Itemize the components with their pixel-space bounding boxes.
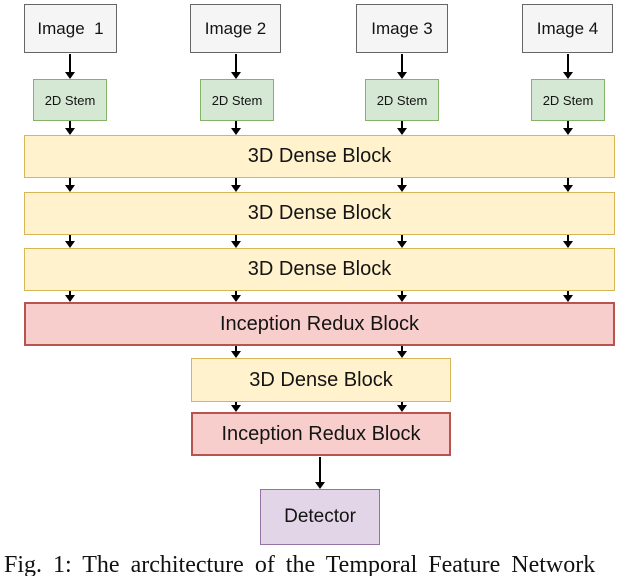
arrow-dense4-to-redux2-a (231, 402, 241, 412)
arrow-dense4-to-redux2-b (397, 402, 407, 412)
redux-block-2: Inception Redux Block (191, 412, 451, 456)
arrow-stem1-to-dense1 (65, 121, 75, 135)
arrow-redux1-to-dense4-b (397, 346, 407, 358)
arrow-dense2-to-dense3-d (563, 235, 573, 248)
arrow-dense3-to-redux1-a (65, 291, 75, 302)
arrow-redux1-to-dense4-a (231, 346, 241, 358)
stem-4-node: 2D Stem (531, 79, 605, 121)
detector-label: Detector (284, 506, 356, 527)
arrow-dense1-to-dense2-b (231, 178, 241, 192)
dense-block-3: 3D Dense Block (24, 248, 615, 291)
arrow-image2-to-stem2 (231, 54, 241, 79)
image-2-node: Image 2 (190, 4, 281, 53)
figure-caption: Fig. 1: The architecture of the Temporal… (4, 552, 596, 576)
arrow-dense2-to-dense3-c (397, 235, 407, 248)
arrow-stem3-to-dense1 (397, 121, 407, 135)
dense-block-4: 3D Dense Block (191, 358, 451, 402)
arrow-dense1-to-dense2-a (65, 178, 75, 192)
arrow-stem4-to-dense1 (563, 121, 573, 135)
image-3-label: Image 3 (371, 18, 433, 38)
arrow-image3-to-stem3 (397, 54, 407, 79)
image-4-label: Image 4 (536, 18, 599, 38)
redux-block-1-label: Inception Redux Block (219, 312, 419, 335)
dense-block-2: 3D Dense Block (24, 192, 615, 235)
detector-node: Detector (260, 489, 380, 545)
arrow-redux2-to-detector (315, 457, 325, 489)
dense-block-1: 3D Dense Block (24, 135, 615, 178)
arrow-stem2-to-dense1 (231, 121, 241, 135)
arrow-dense3-to-redux1-c (397, 291, 407, 302)
dense-block-4-label: 3D Dense Block (249, 368, 393, 391)
arrow-dense3-to-redux1-b (231, 291, 241, 302)
image-1-node: Image 1 (24, 4, 117, 53)
dense-block-1-label: 3D Dense Block (247, 145, 392, 167)
stem-2-node: 2D Stem (200, 79, 274, 121)
redux-block-2-label: Inception Redux Block (221, 422, 421, 445)
arrow-dense1-to-dense2-d (563, 178, 573, 192)
arrow-dense2-to-dense3-a (65, 235, 75, 248)
stem-1-node: 2D Stem (33, 79, 107, 121)
arrow-image1-to-stem1 (65, 54, 75, 79)
stem-2-label: 2D Stem (211, 92, 263, 108)
arrow-image4-to-stem4 (563, 54, 573, 79)
redux-block-1: Inception Redux Block (24, 302, 615, 346)
stem-1-label: 2D Stem (44, 92, 96, 108)
image-2-label: Image 2 (204, 18, 267, 38)
stem-3-node: 2D Stem (365, 79, 439, 121)
stem-3-label: 2D Stem (376, 92, 428, 108)
image-3-node: Image 3 (356, 4, 448, 53)
arrow-dense1-to-dense2-c (397, 178, 407, 192)
stem-4-label: 2D Stem (542, 92, 594, 108)
image-1-label: Image 1 (37, 18, 104, 38)
dense-block-3-label: 3D Dense Block (247, 258, 392, 280)
image-4-node: Image 4 (522, 4, 613, 53)
arrow-dense2-to-dense3-b (231, 235, 241, 248)
dense-block-2-label: 3D Dense Block (247, 202, 392, 224)
arrow-dense3-to-redux1-d (563, 291, 573, 302)
